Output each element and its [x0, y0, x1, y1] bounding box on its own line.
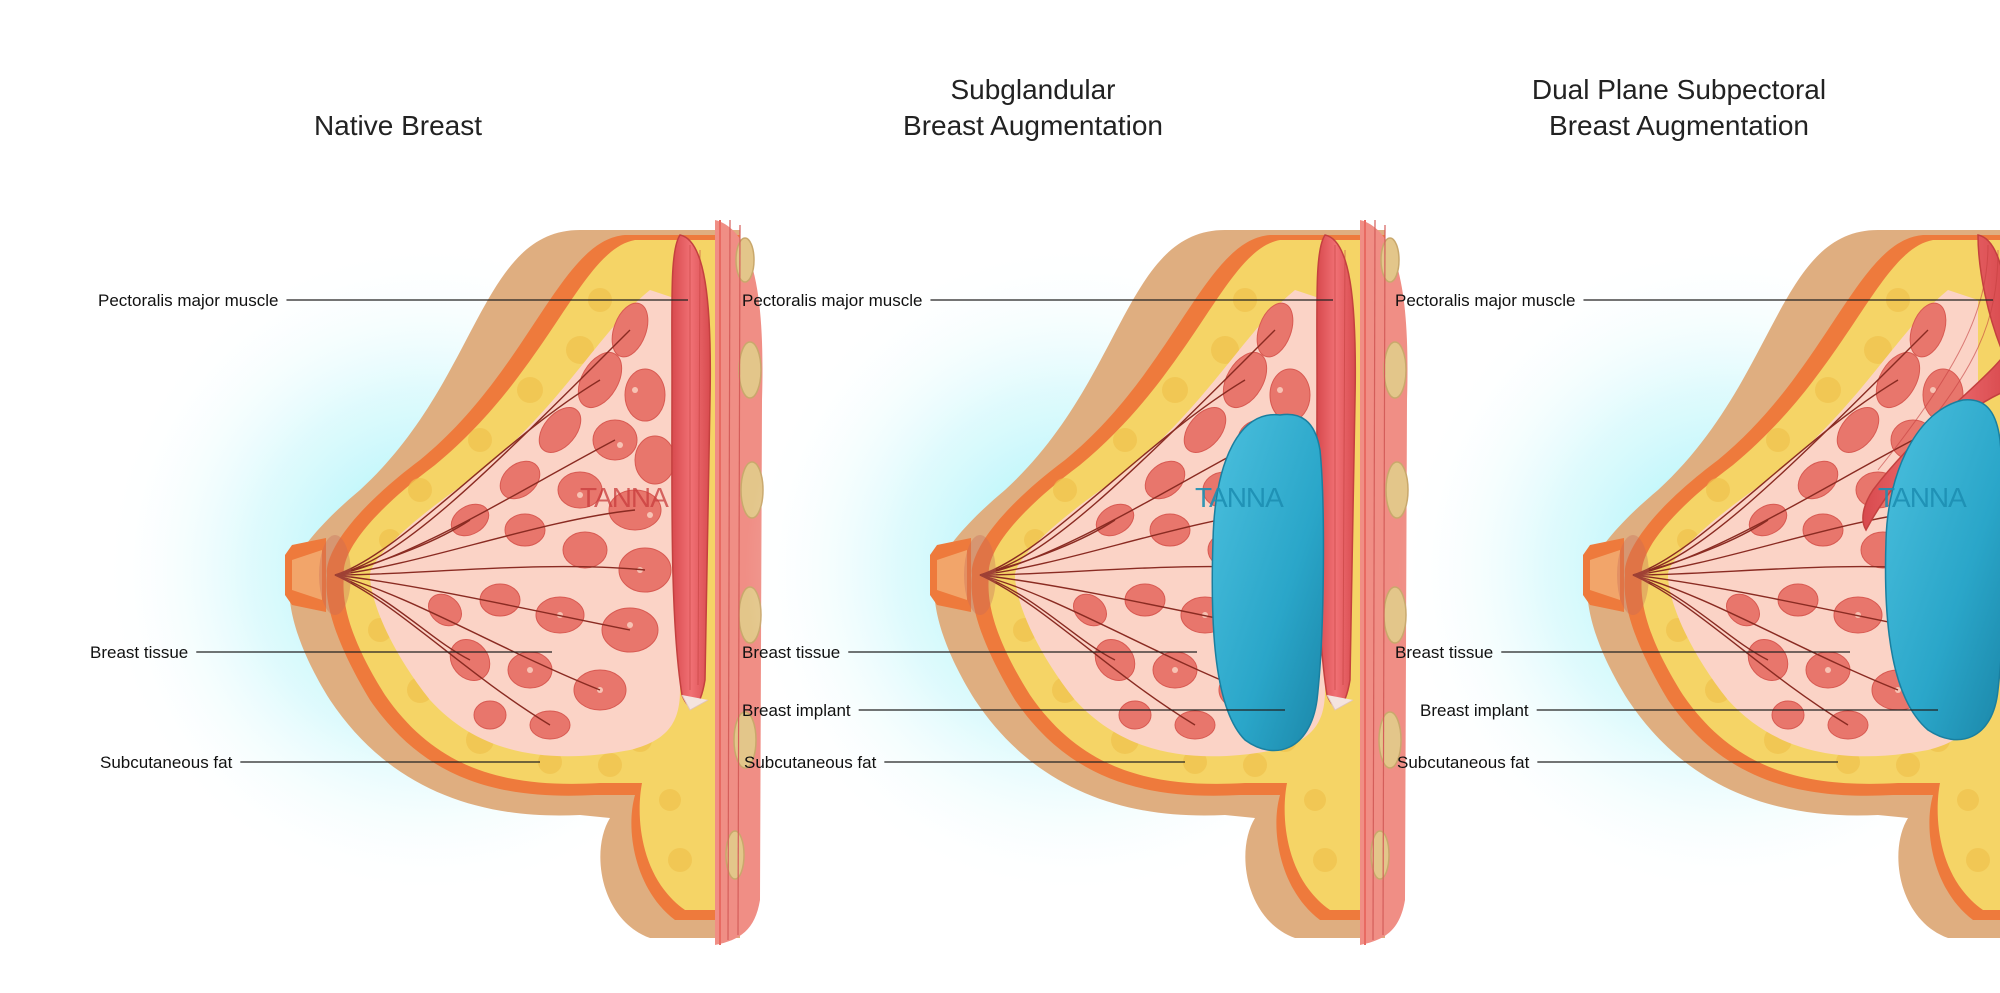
label-fat: Subcutaneous fat: [100, 753, 233, 772]
breast-cross-section: [99, 219, 764, 946]
label-tissue: Breast tissue: [742, 643, 840, 662]
panel-title-line: Native Breast: [314, 110, 482, 141]
breast-anatomy: [744, 219, 1409, 946]
pectoralis-muscle: [671, 234, 712, 711]
label-pectoralis: Pectoralis major muscle: [1395, 291, 1575, 310]
label-pectoralis: Pectoralis major muscle: [742, 291, 922, 310]
breast-implant: [1211, 413, 1325, 752]
watermark-logo: TANNA: [1195, 482, 1284, 513]
label-implant: Breast implant: [1420, 701, 1529, 720]
pectoralis-muscle: [1316, 234, 1357, 711]
pectoralis-muscle: [1862, 234, 2000, 532]
panel-title-line: Breast Augmentation: [903, 110, 1163, 141]
panel-title-line: Breast Augmentation: [1549, 110, 1809, 141]
label-implant: Breast implant: [742, 701, 851, 720]
label-tissue: Breast tissue: [90, 643, 188, 662]
breast-anatomy: [99, 219, 764, 946]
label-tissue: Breast tissue: [1395, 643, 1493, 662]
label-fat: Subcutaneous fat: [744, 753, 877, 772]
watermark-logo: TANNA: [1878, 482, 1967, 513]
label-pectoralis: Pectoralis major muscle: [98, 291, 278, 310]
breast-anatomy: [1397, 219, 2000, 946]
panel-title-line: Subglandular: [950, 74, 1115, 105]
label-fat: Subcutaneous fat: [1397, 753, 1530, 772]
panel-title-line: Dual Plane Subpectoral: [1532, 74, 1826, 105]
watermark-logo: TANNA: [580, 482, 669, 513]
breast-implant: [1884, 399, 2000, 741]
